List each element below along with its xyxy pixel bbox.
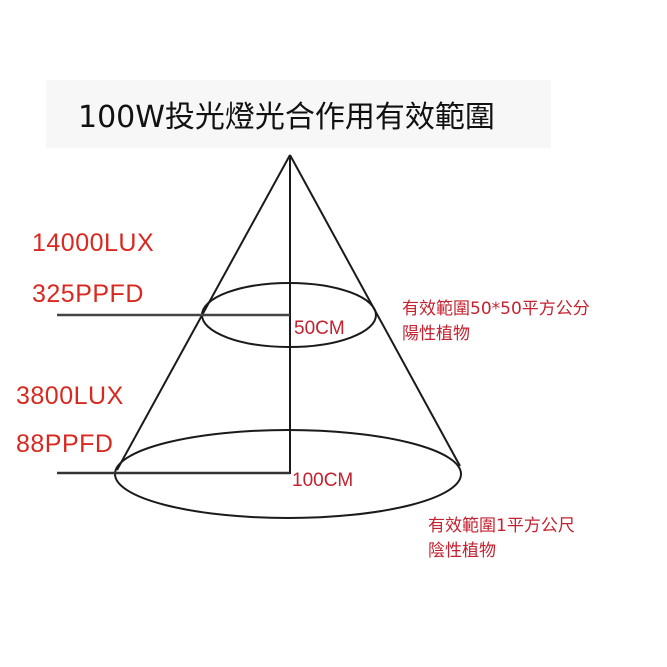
lower-lux-label: 3800LUX	[16, 382, 124, 410]
upper-coverage-area: 有效範圍50*50平方公分	[402, 299, 590, 319]
title-background	[46, 80, 551, 148]
lower-plant-type: 陰性植物	[428, 541, 496, 561]
upper-lux-label: 14000LUX	[32, 229, 155, 257]
cone-left-edge	[116, 154, 291, 471]
lower-coverage-note: 有效範圍1平方公尺 陰性植物	[428, 514, 575, 564]
lower-coverage-area: 有效範圍1平方公尺	[428, 516, 575, 536]
upper-plant-type: 陽性植物	[402, 324, 470, 344]
diagram-title: 100W投光燈光合作用有效範圍	[78, 100, 495, 135]
upper-coverage-note: 有效範圍50*50平方公分 陽性植物	[402, 297, 590, 347]
lower-ppfd-label: 88PPFD	[16, 430, 114, 458]
upper-ppfd-label: 325PPFD	[32, 280, 144, 308]
lower-radius-label: 100CM	[292, 470, 354, 491]
upper-radius-label: 50CM	[294, 318, 345, 339]
